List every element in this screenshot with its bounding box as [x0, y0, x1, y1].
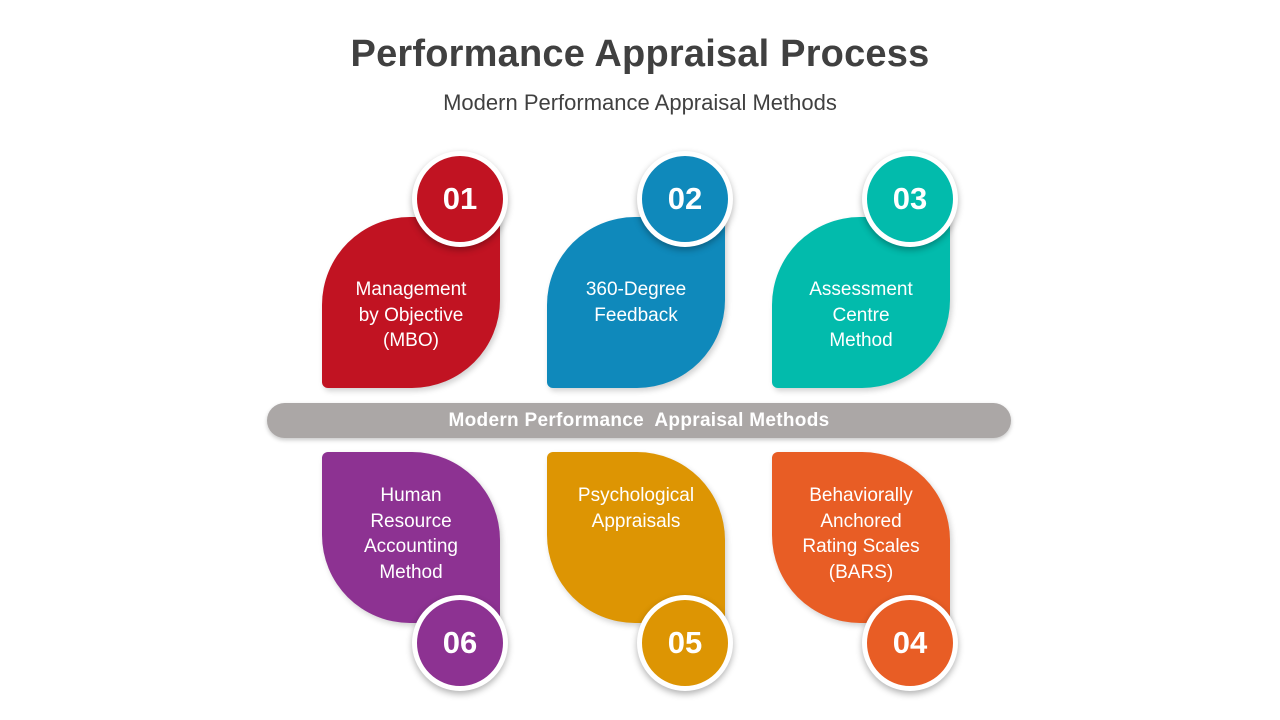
step-number-badge: 05: [637, 595, 733, 691]
card-shape: [322, 452, 500, 623]
card-label: Behaviorally Anchored Rating Scales (BAR…: [802, 485, 920, 583]
card-label: Assessment Centre Method: [809, 279, 913, 351]
card-shape: [547, 452, 725, 623]
card-label: Human Resource Accounting Method: [363, 485, 458, 583]
card-human-resource-accounting: Human Resource Accounting Method 06: [322, 452, 508, 691]
center-banner: Modern Performance Appraisal Methods: [267, 403, 1011, 438]
card-label: Psychological Appraisals: [577, 485, 695, 532]
card-shape: [772, 452, 950, 623]
step-number-badge: 03: [862, 151, 958, 247]
card-management-by-objective: Management by Objective (MBO) 01: [322, 151, 508, 388]
card-psychological-appraisals: Psychological Appraisals 05: [547, 452, 733, 691]
page-title: Performance Appraisal Process: [350, 33, 930, 75]
step-number-badge: 04: [862, 595, 958, 691]
card-label: 360-Degree Feedback: [585, 279, 687, 326]
card-assessment-centre-method: Assessment Centre Method 03: [772, 151, 958, 388]
card-bars: Behaviorally Anchored Rating Scales (BAR…: [772, 452, 958, 691]
card-360-degree-feedback: 360-Degree Feedback 02: [547, 151, 733, 388]
page-subtitle: Modern Performance Appraisal Methods: [443, 90, 837, 115]
card-label: Management by Objective (MBO): [355, 279, 467, 351]
step-number-badge: 02: [637, 151, 733, 247]
step-number-badge: 01: [412, 151, 508, 247]
center-banner-label: Modern Performance Appraisal Methods: [448, 409, 830, 431]
step-number-badge: 06: [412, 595, 508, 691]
